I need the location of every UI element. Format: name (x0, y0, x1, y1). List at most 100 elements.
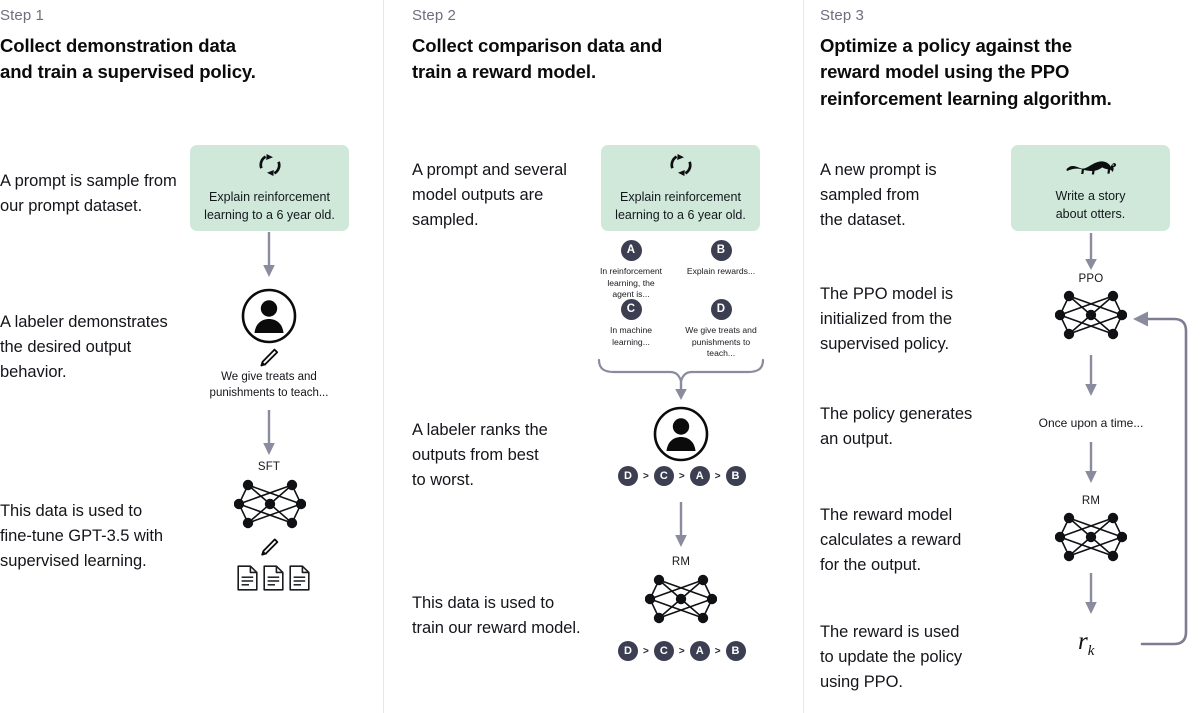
arrow-down-step1-a (263, 232, 275, 277)
step-3-title-line-1: Optimize a policy against the (820, 35, 1073, 56)
output-option-a-badge: A (620, 240, 642, 261)
document-icon (263, 565, 284, 591)
step-3-title: Optimize a policy against the reward mod… (820, 33, 1200, 112)
otter-icon (1065, 153, 1117, 182)
labeler-output-caption: We give treats and punishments to teach.… (169, 369, 369, 402)
step-1-description-1: A prompt is sample from our prompt datas… (0, 172, 177, 216)
step-3-label: Step 3 (820, 7, 864, 24)
rm-neural-network-icon (645, 574, 717, 624)
step-3-description-3: The policy generates an output. (820, 405, 973, 449)
prompt-card-step-2-text: Explain reinforcement learning to a 6 ye… (615, 189, 746, 225)
rank-badge-3: A (689, 466, 710, 486)
rank-badge-4: B (725, 466, 746, 486)
feedback-loop-arrow (1133, 311, 1188, 646)
prompt-card-step-3-text: Write a story about otters. (1056, 188, 1126, 224)
labeler-person-icon-2 (653, 406, 709, 462)
step-1-column: Step 1 Collect demonstration data and tr… (0, 0, 383, 713)
step-3-description-5: The reward is used to update the policy … (820, 623, 963, 692)
arrow-down-step3-c (1085, 442, 1097, 483)
step-2-title: Collect comparison data and train a rewa… (412, 33, 792, 86)
rank-separator: > (678, 470, 685, 482)
step-2-description-1: A prompt and several model outputs are s… (412, 161, 567, 230)
step-1-title-line-1: Collect demonstration data (0, 35, 236, 56)
rank-badge-2: C (653, 466, 674, 486)
refresh-loop-icon (257, 152, 283, 183)
prompt-card-step-3-line-2: about otters. (1055, 206, 1126, 221)
prompt-card-step-3-line-1: Write a story (1055, 188, 1126, 203)
rank-badge-1: D (618, 641, 638, 661)
prompt-card-step-3[interactable]: Write a story about otters. (1011, 145, 1170, 231)
arrow-down-step3-b (1085, 355, 1097, 396)
step-3-title-line-2: reward model using the PPO (820, 61, 1070, 83)
output-option-c[interactable]: C In machine learning... (583, 299, 679, 348)
ppo-network-label: PPO (1078, 273, 1104, 285)
reward-symbol: rk (1078, 628, 1094, 660)
arrow-down-step2 (675, 502, 687, 547)
output-option-a[interactable]: A In reinforcement learning, the agent i… (583, 240, 679, 301)
step-1-title: Collect demonstration data and train a s… (0, 33, 360, 86)
document-icon (289, 565, 310, 591)
output-option-c-badge: C (620, 299, 642, 320)
pencil-edit-icon-2 (261, 538, 279, 556)
step-3-description-1: A new prompt is sampled from the dataset… (820, 161, 937, 230)
sft-network-label: SFT (257, 461, 281, 473)
labeler-output-text: We give treats and punishments to teach.… (209, 371, 329, 400)
output-option-c-text: In machine learning... (609, 325, 653, 347)
step-2-label: Step 2 (412, 7, 456, 24)
step-3-description-2: The PPO model is initialized from the su… (820, 285, 954, 354)
reward-symbol-base: r (1078, 628, 1088, 655)
arrow-down-step3-d (1085, 573, 1097, 614)
pencil-edit-icon (260, 348, 279, 367)
prompt-card-step-2-line-1: Explain reinforcement (620, 189, 741, 204)
rm-neural-network-icon-step3 (1055, 512, 1127, 562)
output-option-d-badge: D (710, 299, 732, 320)
output-option-b[interactable]: B Explain rewards... (673, 240, 769, 278)
output-option-b-text: Explain rewards... (686, 266, 756, 276)
step-3-column: Step 3 Optimize a policy against the rew… (806, 0, 1200, 713)
prompt-card-step-2-line-2: learning to a 6 year old. (615, 207, 746, 222)
column-divider-2 (803, 0, 804, 713)
rank-separator: > (678, 645, 685, 657)
refresh-loop-icon (668, 152, 694, 183)
ranking-row-labeler: D > C > A > B (618, 466, 746, 486)
prompt-card-step-1-text: Explain reinforcement learning to a 6 ye… (204, 189, 335, 225)
step-2-description-2: A labeler ranks the outputs from best to… (412, 421, 548, 490)
step-2-title-line-1: Collect comparison data and (412, 35, 663, 56)
rank-separator: > (714, 645, 721, 657)
step-2-title-line-2: train a reward model. (412, 61, 596, 83)
step-3-description-4: The reward model calculates a reward for… (820, 506, 962, 575)
prompt-card-step-1[interactable]: Explain reinforcement learning to a 6 ye… (190, 145, 349, 231)
document-icon (237, 565, 258, 591)
labeler-person-icon (241, 288, 297, 344)
generated-output-text: Once upon a time... (1038, 416, 1144, 430)
prompt-card-step-2[interactable]: Explain reinforcement learning to a 6 ye… (601, 145, 760, 231)
arrow-down-step1-b (263, 410, 275, 455)
ppo-neural-network-icon (1055, 290, 1127, 340)
step-1-description-2: A labeler demonstrates the desired outpu… (0, 313, 168, 382)
step-3-title-line-3: reinforcement learning algorithm. (820, 87, 1112, 109)
rank-badge-3: A (689, 641, 710, 661)
column-divider-1 (383, 0, 384, 713)
rank-separator: > (643, 645, 649, 657)
rank-badge-4: B (725, 641, 746, 661)
output-option-d-text: We give treats and punishments to teach.… (685, 325, 757, 359)
training-documents-group (237, 565, 310, 591)
brace-collect-outputs (597, 358, 765, 400)
step-2-column: Step 2 Collect comparison data and train… (384, 0, 803, 713)
reward-symbol-subscript: k (1087, 643, 1095, 659)
rm-network-label-step3: RM (1081, 495, 1101, 507)
output-option-a-text: In reinforcement learning, the agent is.… (599, 266, 663, 300)
step-1-label: Step 1 (0, 7, 44, 24)
output-option-b-badge: B (710, 240, 732, 261)
arrow-down-step3-a (1085, 233, 1097, 270)
prompt-card-step-1-line-2: learning to a 6 year old. (204, 207, 335, 222)
rank-badge-2: C (653, 641, 674, 661)
step-1-description-3: This data is used to fine-tune GPT-3.5 w… (0, 502, 164, 571)
rank-separator: > (714, 470, 721, 482)
rank-badge-1: D (618, 466, 638, 486)
step-1-title-line-2: and train a supervised policy. (0, 61, 256, 83)
step-2-description-3: This data is used to train our reward mo… (412, 594, 581, 638)
prompt-card-step-1-line-1: Explain reinforcement (209, 189, 330, 204)
output-option-d[interactable]: D We give treats and punishments to teac… (673, 299, 769, 360)
rank-separator: > (643, 470, 649, 482)
